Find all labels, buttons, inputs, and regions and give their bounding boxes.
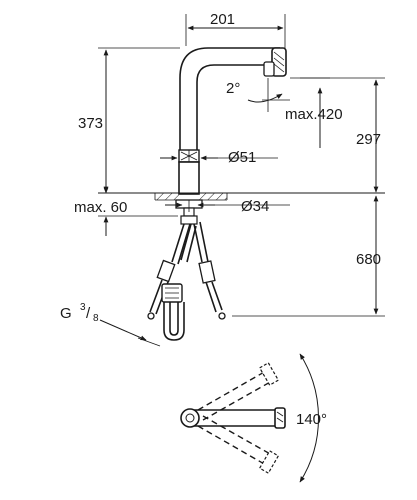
- angle-2-label: 2°: [226, 80, 240, 97]
- mounting-assembly: [175, 199, 203, 225]
- thread-numerator: 3: [80, 302, 86, 313]
- swivel-angle-indicator: 2°: [226, 78, 290, 112]
- connection-thread-callout: G 3 / 8: [60, 302, 161, 347]
- counter-max-dim: max. 60: [74, 186, 178, 236]
- dim-width-top: 201: [185, 11, 286, 48]
- counter-max-label: max. 60: [74, 199, 127, 216]
- pullout-dimension: max.420: [285, 77, 343, 148]
- thread-denominator: 8: [93, 313, 99, 324]
- dim-height-under-spout: 297: [290, 77, 385, 193]
- dim-height-total: 373: [78, 47, 180, 193]
- pullout-label: max.420: [285, 106, 343, 123]
- hole-diameter-dim: Ø34: [165, 198, 290, 215]
- supply-hoses: [147, 221, 226, 341]
- diameter-34-label: Ø34: [241, 198, 269, 215]
- dim-680-label: 680: [356, 251, 381, 268]
- body-diameter-dim: Ø51: [160, 149, 278, 166]
- thread-label: G: [60, 305, 72, 322]
- faucet-body: [178, 47, 287, 195]
- thread-slash: /: [86, 305, 91, 322]
- swing-angle-label: 140°: [296, 411, 327, 428]
- swing-top-view: 140°: [180, 353, 327, 483]
- dim-hose-length: 680: [232, 195, 385, 317]
- dim-201-label: 201: [210, 11, 235, 28]
- countertop: [98, 192, 385, 201]
- diameter-51-label: Ø51: [228, 149, 256, 166]
- dim-373-label: 373: [78, 115, 103, 132]
- dim-297-label: 297: [356, 131, 381, 148]
